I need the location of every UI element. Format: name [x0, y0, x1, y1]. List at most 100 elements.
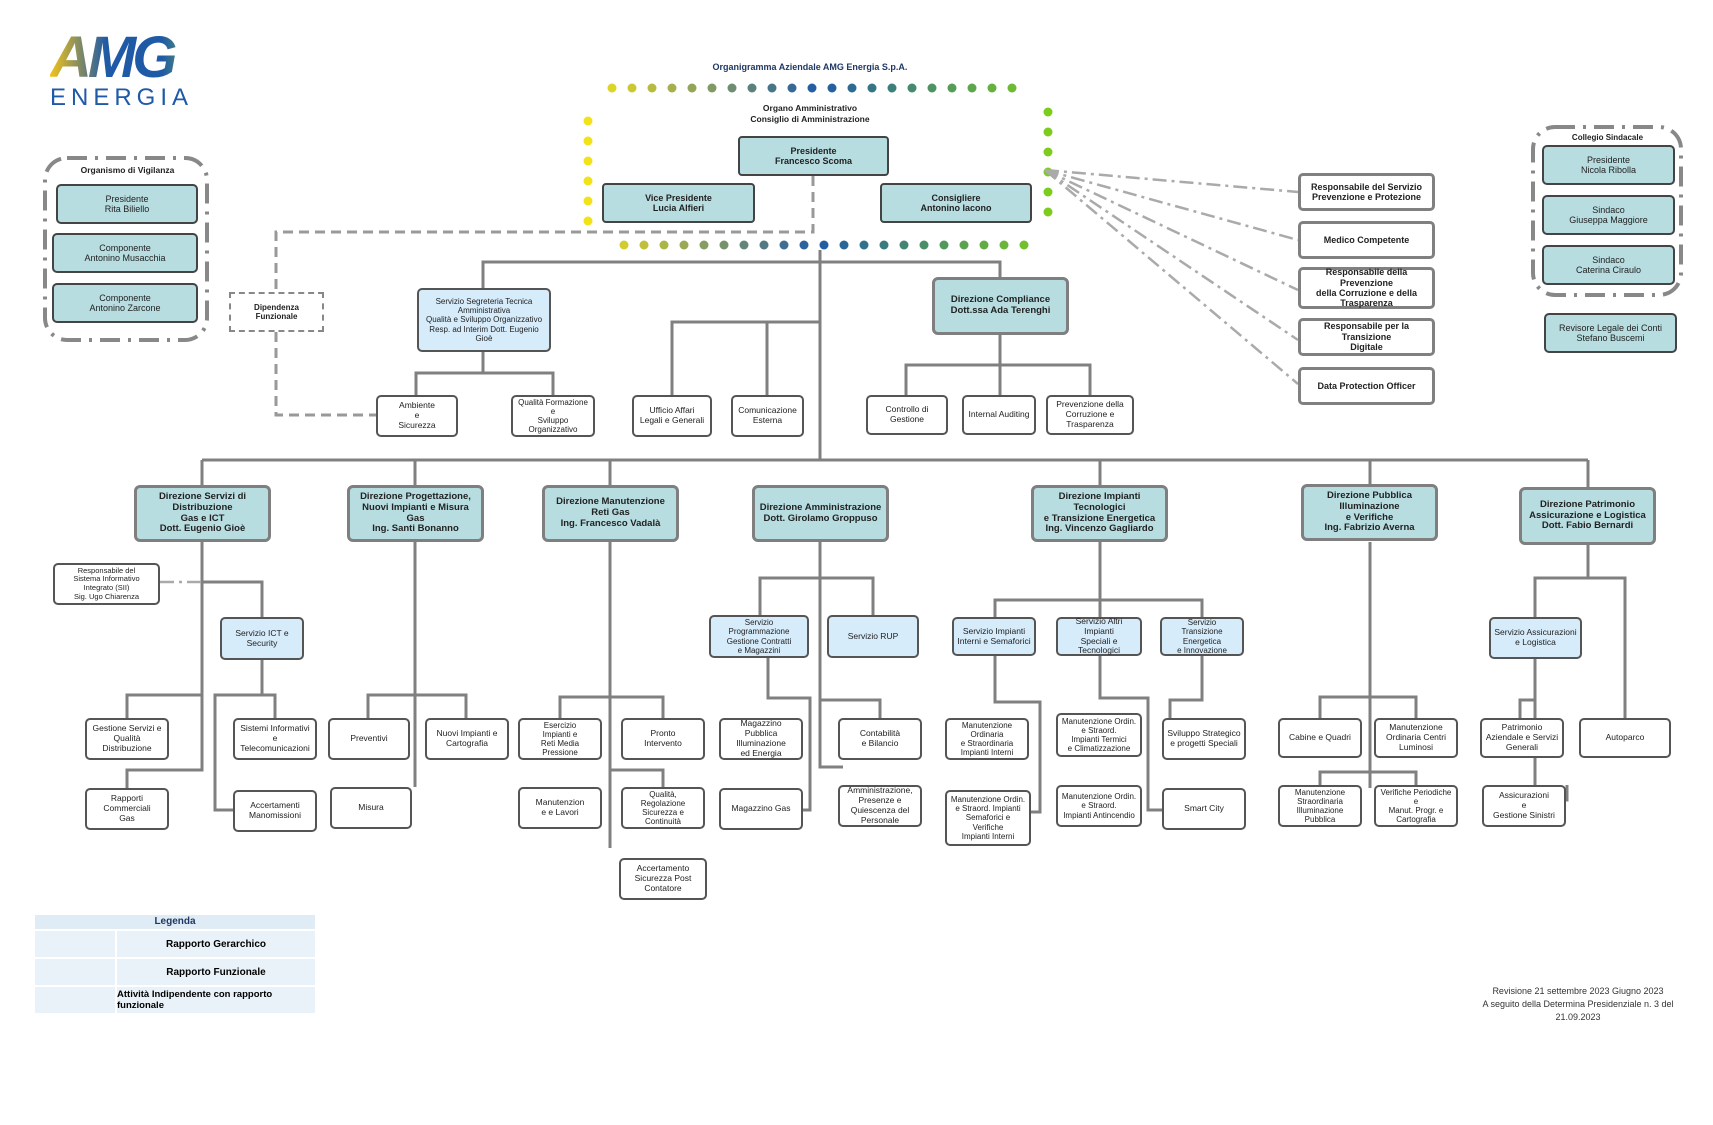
board-border-dot	[759, 240, 769, 250]
revisore-legale[interactable]: Revisore Legale dei Conti Stefano Buscem…	[1544, 313, 1677, 353]
legend-solid-line-icon	[35, 931, 115, 957]
d2-leaf[interactable]: Misura	[330, 787, 412, 829]
staff-office[interactable]: Ufficio Affari Legali e Generali	[632, 395, 712, 437]
staff-box[interactable]: Medico Competente	[1298, 221, 1435, 259]
direction-box[interactable]: Direzione Pubblica Illuminazione e Verif…	[1301, 484, 1438, 541]
d5-leaf[interactable]: Manutenzione Ordin. e Straord. Impianti …	[1056, 713, 1142, 757]
board-border-dot	[583, 116, 593, 126]
compliance-child[interactable]: Controllo di Gestione	[866, 395, 948, 435]
board-vice-president[interactable]: Vice Presidente Lucia Alfieri	[602, 183, 755, 223]
board-border-dot	[1007, 83, 1017, 93]
d7-leaf[interactable]: Patrimonio Aziendale e Servizi Generali	[1480, 718, 1564, 758]
staff-box[interactable]: Responsabile per la Transizione Digitale	[1298, 318, 1435, 356]
staff-box[interactable]: Responsabile della Prevenzione della Cor…	[1298, 267, 1435, 309]
legend-dashed-line-icon	[35, 959, 115, 985]
ict-service[interactable]: Servizio ICT e Security	[220, 617, 304, 660]
direction-box[interactable]: Direzione Impianti Tecnologici e Transiz…	[1031, 485, 1168, 542]
d4-service[interactable]: Servizio RUP	[827, 615, 919, 658]
logo-energia: ENERGIA	[50, 84, 194, 111]
compliance-child[interactable]: Prevenzione della Corruzione e Trasparen…	[1046, 395, 1134, 435]
sii-responsible[interactable]: Responsabile del Sistema Informativo Int…	[53, 563, 160, 605]
d5-leaf[interactable]: Sviluppo Strategico e progetti Speciali	[1162, 718, 1246, 760]
direction-box[interactable]: Direzione Patrimonio Assicurazione e Log…	[1519, 487, 1656, 545]
d4-leaf[interactable]: Amministrazione, Presenze e Quiescenza d…	[838, 785, 922, 827]
vigilanza-member[interactable]: Componente Antonino Zarcone	[52, 283, 198, 323]
d5-service[interactable]: Servizio Altri Impianti Speciali e Tecno…	[1056, 616, 1142, 656]
d6-leaf[interactable]: Verifiche Periodiche e Manut. Progr. e C…	[1374, 785, 1458, 827]
board-councillor[interactable]: Consigliere Antonino Iacono	[880, 183, 1032, 223]
d5-leaf[interactable]: Manutenzione Ordin. e Straord. Impianti …	[1056, 785, 1142, 827]
segreteria-service[interactable]: Servizio Segreteria Tecnica Amministrati…	[417, 288, 551, 352]
d2-leaf[interactable]: Preventivi	[328, 718, 410, 760]
board-border-dot	[707, 83, 717, 93]
functional-dependency-box[interactable]: Dipendenza Funzionale	[229, 292, 324, 332]
logo-amg: AMG	[50, 29, 210, 87]
segreteria-child[interactable]: Ambiente e Sicurezza	[376, 395, 458, 437]
vigilanza-member[interactable]: Presidente Rita Biliello	[56, 184, 198, 224]
direction-compliance[interactable]: Direzione Compliance Dott.ssa Ada Tereng…	[932, 277, 1069, 335]
d7-leaf[interactable]: Assicurazioni e Gestione Sinistri	[1482, 785, 1566, 827]
d5-service[interactable]: Servizio Impianti Interni e Semaforici	[952, 617, 1036, 656]
board-border-dot	[647, 83, 657, 93]
d5-leaf[interactable]: Manutenzione Ordin. e Straord. Impianti …	[945, 790, 1031, 846]
board-border-dot	[819, 240, 829, 250]
board-border-dot	[907, 83, 917, 93]
d3-leaf[interactable]: Pronto Intervento	[621, 718, 705, 760]
board-border-dot	[699, 240, 709, 250]
sindacale-member[interactable]: Sindaco Caterina Ciraulo	[1542, 245, 1675, 285]
staff-office[interactable]: Comunicazione Esterna	[731, 395, 804, 437]
board-border-dot	[719, 240, 729, 250]
d3-leaf[interactable]: Esercizio Impianti e Reti Media Pression…	[518, 718, 602, 760]
company-logo: AMG ENERGIA	[50, 29, 210, 112]
functional-lines	[274, 176, 815, 417]
d4-leaf[interactable]: Magazzino Gas	[719, 788, 803, 830]
direction-box[interactable]: Direzione Progettazione, Nuovi Impianti …	[347, 485, 484, 542]
d6-leaf[interactable]: Manutenzione Straordinaria Illuminazione…	[1278, 785, 1362, 827]
board-president[interactable]: Presidente Francesco Scoma	[738, 136, 889, 176]
d5-service[interactable]: Servizio Transizione Energetica e Innova…	[1160, 617, 1244, 656]
d5-leaf[interactable]: Manutenzione Ordinaria e Straordinaria I…	[945, 718, 1029, 760]
sindacale-member[interactable]: Presidente Nicola Ribolla	[1542, 145, 1675, 185]
compliance-child[interactable]: Internal Auditing	[962, 395, 1036, 435]
d5-leaf[interactable]: Smart City	[1162, 788, 1246, 830]
vigilanza-member[interactable]: Componente Antonino Musacchia	[52, 233, 198, 273]
legend-row: Attività Indipendente con rapporto funzi…	[35, 987, 315, 1013]
board-border-dot	[927, 83, 937, 93]
board-border-dot	[787, 83, 797, 93]
direction-box[interactable]: Direzione Amministrazione Dott. Girolamo…	[752, 485, 889, 542]
d4-service[interactable]: Servizio Programmazione Gestione Contrat…	[709, 615, 809, 658]
board-border-dot	[687, 83, 697, 93]
d3-leaf[interactable]: Accertamento Sicurezza Post Contatore	[619, 858, 707, 900]
direction-box[interactable]: Direzione Servizi di Distribuzione Gas e…	[134, 485, 271, 542]
sindacale-member[interactable]: Sindaco Giuseppa Maggiore	[1542, 195, 1675, 235]
d4-leaf[interactable]: Contabilità e Bilancio	[838, 718, 922, 760]
board-border-dot	[967, 83, 977, 93]
d3-leaf[interactable]: Manutenzion e e Lavori	[518, 787, 602, 829]
d2-leaf[interactable]: Nuovi Impianti e Cartografia	[425, 718, 509, 760]
revision-note: Revisione 21 settembre 2023 Giugno 2023 …	[1468, 985, 1688, 1024]
d1-leaf[interactable]: Accertamenti Manomissioni	[233, 790, 317, 832]
legend-dashdot-line-icon	[35, 987, 115, 1013]
revision-line: 21.09.2023	[1555, 1012, 1601, 1022]
segreteria-child[interactable]: Qualità Formazione e Sviluppo Organizzat…	[511, 395, 595, 437]
d7-leaf[interactable]: Autoparco	[1579, 718, 1671, 758]
d3-leaf[interactable]: Qualità, Regolazione Sicurezza e Continu…	[621, 787, 705, 829]
direction-box[interactable]: Direzione Manutenzione Reti Gas Ing. Fra…	[542, 485, 679, 542]
board-dotted-border	[583, 83, 1053, 250]
d6-leaf[interactable]: Manutenzione Ordinaria Centri Luminosi	[1374, 718, 1458, 758]
staff-box[interactable]: Data Protection Officer	[1298, 367, 1435, 405]
staff-box[interactable]: Responsabile del Servizio Prevenzione e …	[1298, 173, 1435, 211]
d1-leaf[interactable]: Sistemi Informativi e Telecomunicazioni	[233, 718, 317, 760]
d1-leaf[interactable]: Rapporti Commerciali Gas	[85, 788, 169, 830]
board-border-dot	[583, 176, 593, 186]
board-border-dot	[839, 240, 849, 250]
board-border-dot	[879, 240, 889, 250]
d6-leaf[interactable]: Cabine e Quadri	[1278, 718, 1362, 758]
board-border-dot	[859, 240, 869, 250]
board-border-dot	[667, 83, 677, 93]
d4-leaf[interactable]: Magazzino Pubblica Illuminazione ed Ener…	[719, 718, 803, 760]
revision-line: A seguito della Determina Presidenziale …	[1482, 999, 1674, 1009]
d1-leaf[interactable]: Gestione Servizi e Qualità Distribuzione	[85, 718, 169, 760]
board-border-dot	[739, 240, 749, 250]
d7-service[interactable]: Servizio Assicurazioni e Logistica	[1489, 617, 1582, 659]
